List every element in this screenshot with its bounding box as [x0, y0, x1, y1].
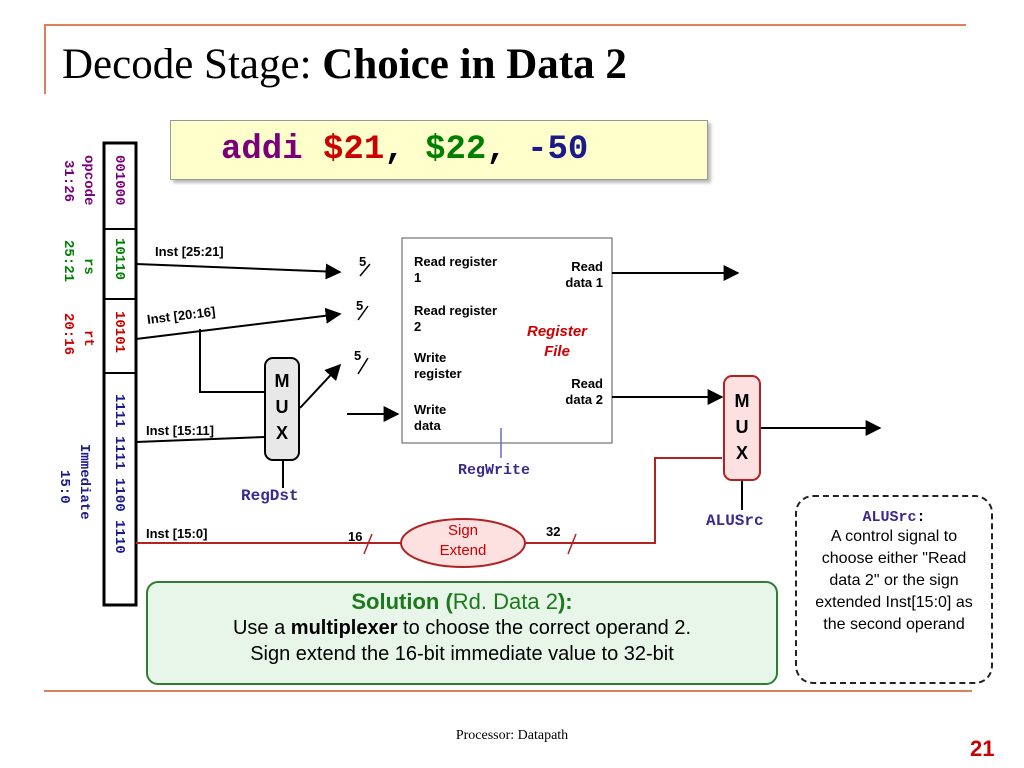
field-bits-rt: 10101: [111, 311, 127, 354]
rf-write-register: Write register: [414, 350, 462, 381]
instr-comma-1: ,: [384, 131, 405, 169]
red-wires: [136, 457, 722, 544]
mux-alusrc-letters: M U X: [724, 388, 760, 466]
sign-extend-label: Sign Extend: [439, 522, 487, 559]
rf-read-data-2: Read data 2: [565, 376, 603, 407]
rf-read-register-1: Read register 1: [414, 254, 498, 285]
solution-line-1-b: multiplexer: [290, 617, 398, 639]
rf-label: Register File: [526, 323, 588, 360]
width-label-16: 16: [348, 529, 363, 544]
mux-regdst-letter-m: M: [274, 371, 290, 391]
field-range-rs: 25:21: [60, 240, 76, 283]
label-inst-15-11: Inst [15:11]: [146, 423, 214, 438]
mux-regdst-letter-x: X: [275, 423, 288, 443]
solution-line-1-a: Use a: [232, 617, 291, 639]
instr-rs: $22: [425, 131, 487, 169]
title-normal: Decode Stage:: [62, 41, 323, 88]
mux-alusrc-letter-m: M: [734, 391, 750, 411]
control-regwrite: RegWrite: [458, 462, 531, 479]
slide-title: Decode Stage: Choice in Data 2: [62, 40, 627, 89]
field-bits-immediate: 1111 1111 1100 1110: [111, 394, 127, 554]
instruction-text: addi $21, $22, -50: [221, 131, 588, 169]
top-rule: [44, 24, 966, 26]
instruction-callout: addi $21, $22, -50: [170, 120, 708, 180]
width-slashes: [357, 263, 371, 375]
solution-box: Solution (Rd. Data 2): Use a multiplexer…: [146, 581, 778, 685]
mux-regdst: [264, 357, 300, 461]
field-range-immediate: 15:0: [56, 470, 72, 504]
left-rule: [44, 24, 46, 94]
title-bold: Choice in Data 2: [322, 41, 627, 88]
rf-read-register-2: Read register 2: [414, 303, 498, 334]
width-label-5b: 5: [356, 298, 364, 313]
rf-write-data: Write data: [414, 402, 447, 433]
label-inst-25-21: Inst [25:21]: [155, 244, 224, 259]
note-title-colon: :: [916, 509, 926, 526]
solution-line-2: Sign extend the 16-bit immediate value t…: [250, 643, 674, 665]
alusrc-note: ALUSrc: A control signal to choose eithe…: [795, 495, 993, 684]
wires: [135, 263, 882, 510]
rf-read-data-1: Read data 1: [565, 259, 603, 290]
field-range-opcode: 31:26: [60, 160, 76, 203]
field-name-rs: rs: [80, 258, 96, 275]
width-label-5c: 5: [354, 348, 362, 363]
mux-alusrc-letter-x: X: [735, 443, 748, 463]
note-title-text: ALUSrc: [862, 509, 917, 526]
mux-regdst-letters: M U X: [265, 368, 299, 446]
solution-title-normal: Rd. Data 2: [452, 589, 558, 614]
solution-title: Solution (Rd. Data 2):: [148, 589, 776, 615]
mux-alusrc-letter-u: U: [735, 417, 749, 437]
solution-title-bold-2: ):: [557, 589, 573, 614]
bottom-rule: [44, 690, 972, 692]
mux-alusrc: [723, 375, 761, 481]
register-file-box: [401, 237, 613, 444]
solution-line-1-c: to choose the correct operand 2.: [397, 617, 692, 639]
field-range-rt: 20:16: [60, 313, 76, 356]
solution-line-1: Use a multiplexer to choose the correct …: [148, 615, 776, 641]
instruction-word-box: [102, 141, 138, 607]
page-number: 21: [970, 736, 995, 761]
label-inst-15-0: Inst [15:0]: [146, 526, 208, 541]
note-body: A control signal to choose either "Read …: [815, 528, 973, 633]
note-title: ALUSrc:: [797, 509, 991, 526]
width-slashes-red: [363, 533, 577, 555]
control-alusrc: ALUSrc: [706, 512, 764, 530]
field-bits-opcode: 001000: [111, 155, 127, 206]
instr-opcode: addi: [221, 131, 303, 169]
footer-text: Processor: Datapath: [455, 728, 569, 743]
field-name-rt: rt: [80, 330, 96, 347]
control-regdst: RegDst: [241, 487, 299, 505]
instr-comma-2: ,: [486, 131, 507, 169]
mux-regdst-letter-u: U: [275, 397, 289, 417]
width-label-32: 32: [546, 524, 561, 539]
width-label-5a: 5: [359, 254, 367, 269]
solution-title-bold-1: Solution (: [351, 589, 453, 614]
instr-rt: $21: [323, 131, 385, 169]
field-name-opcode: opcode: [80, 155, 96, 206]
instr-immediate: -50: [527, 131, 589, 169]
field-bits-rs: 10110: [111, 238, 127, 281]
sign-extend-unit: [400, 518, 526, 568]
field-name-immediate: Immediate: [76, 444, 92, 520]
